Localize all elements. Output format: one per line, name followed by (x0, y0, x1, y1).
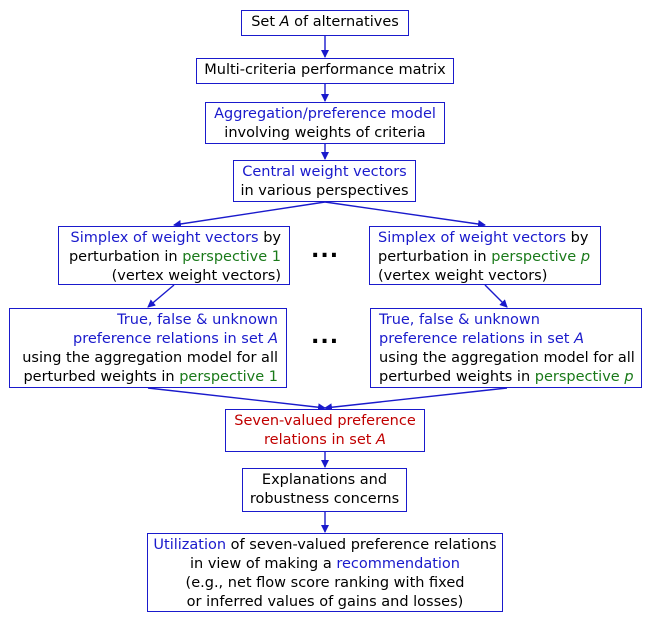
arrow-central-to-simplex-right (324, 201, 486, 228)
simplex-right-perspective: perspective (491, 249, 581, 265)
performance-matrix-box: Multi-criteria performance matrix (196, 58, 454, 84)
simplex-left-box: Simplex of weight vectors by perturbatio… (58, 226, 290, 285)
relations-left-line3: using the aggregation model for all (22, 350, 278, 366)
performance-matrix-label: Multi-criteria performance matrix (204, 62, 446, 78)
relations-right-line2: preference relations in set (379, 331, 575, 347)
simplex-left-vertex: (vertex weight vectors) (111, 268, 281, 284)
arrow-relations-left-to-seven (147, 387, 326, 412)
seven-valued-box: Seven-valued preference relations in set… (225, 409, 425, 452)
simplex-right-perturbation: perturbation in (378, 249, 492, 265)
simplex-left-by: by (258, 230, 281, 246)
utilization-line2: in view of making a (190, 556, 337, 572)
central-weights-title: Central weight vectors (242, 164, 407, 180)
relations-right-line3: using the aggregation model for all (379, 350, 635, 366)
utilization-line3: (e.g., net flow score ranking with fixed (185, 575, 465, 591)
arrow-central-to-simplex-left (173, 201, 326, 228)
simplex-right-vertex: (vertex weight vectors) (378, 268, 548, 284)
arrow-simplex-left-to-relations-left (147, 284, 175, 308)
seven-valued-line1: Seven-valued preference (234, 413, 416, 429)
relations-left-perspective: perspective 1 (179, 369, 278, 385)
relations-right-line4: perturbed weights in (379, 369, 535, 385)
utilization-box: Utilization of seven-valued preference r… (147, 533, 503, 612)
simplex-right-title: Simplex of weight vectors (378, 230, 567, 246)
relations-right-box: True, false & unknown preference relatio… (370, 308, 642, 388)
aggregation-model-subtitle: involving weights of criteria (224, 125, 426, 141)
utilization-title: Utilization (153, 537, 227, 553)
alternatives-post: of alternatives (289, 14, 399, 30)
alternatives-box: Set A of alternatives (241, 10, 409, 36)
aggregation-model-box: Aggregation/preference model involving w… (205, 102, 445, 144)
alternatives-pre: Set (251, 14, 280, 30)
simplex-left-title: Simplex of weight vectors (70, 230, 259, 246)
relations-right-perspective: perspective (534, 369, 625, 385)
utilization-line1: of seven-valued preference relations (226, 537, 497, 553)
relations-left-line4: perturbed weights in (23, 369, 180, 385)
utilization-line4: or inferred values of gains and losses) (186, 594, 464, 610)
arrow-relations-right-to-seven (324, 387, 508, 412)
utilization-recommendation: recommendation (336, 556, 460, 572)
explanations-box: Explanations and robustness concerns (242, 468, 407, 512)
seven-valued-var: A (376, 432, 386, 448)
seven-valued-line2: relations in set (264, 432, 377, 448)
explanations-line1: Explanations and (261, 472, 388, 488)
simplex-right-by: by (566, 230, 589, 246)
relations-left-line1: True, false & unknown (117, 312, 278, 328)
simplex-right-box: Simplex of weight vectors by perturbatio… (369, 226, 601, 285)
relations-right-var: A (574, 331, 584, 347)
ellipsis-top: ... (311, 238, 340, 263)
aggregation-model-title: Aggregation/preference model (214, 106, 436, 122)
ellipsis-middle: ... (311, 324, 340, 349)
simplex-left-perspective: perspective 1 (182, 249, 281, 265)
relations-left-box: True, false & unknown preference relatio… (9, 308, 287, 388)
simplex-right-perspective-var: p (580, 249, 591, 265)
explanations-line2: robustness concerns (249, 491, 400, 507)
simplex-left-perturbation: perturbation in (68, 249, 183, 265)
central-weights-box: Central weight vectors in various perspe… (233, 160, 416, 202)
relations-right-line1: True, false & unknown (379, 312, 540, 328)
arrow-simplex-right-to-relations-right (484, 284, 508, 308)
relations-left-line2: preference relations in set (73, 331, 269, 347)
relations-right-perspective-var: p (624, 369, 634, 385)
alternatives-var: A (279, 14, 290, 30)
relations-left-var: A (268, 331, 278, 347)
central-weights-subtitle: in various perspectives (240, 183, 409, 199)
